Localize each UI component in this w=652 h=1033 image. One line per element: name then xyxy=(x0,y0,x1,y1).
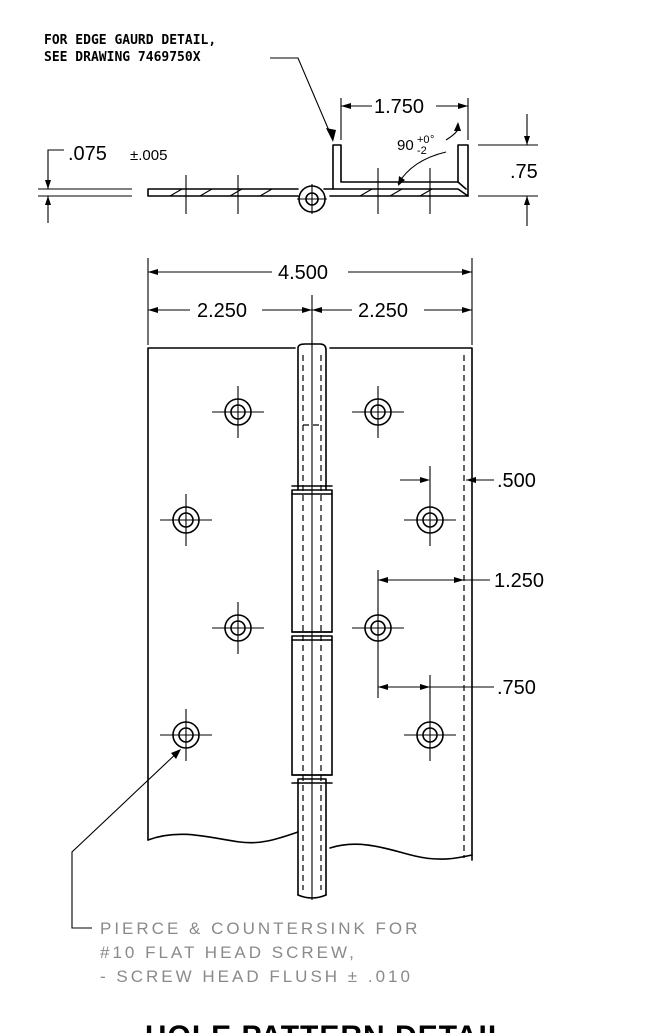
edge-offset-arrow-right xyxy=(466,477,476,483)
flange-height-ext-lines xyxy=(478,144,538,197)
hole-offset-far-arrow-left xyxy=(378,577,388,583)
edge-guard-note: FOR EDGE GAURD DETAIL, SEE DRAWING 74697… xyxy=(44,33,336,142)
flange-height-arrow-top xyxy=(524,136,530,145)
hole-offset-dimensions: .500 1.250 .750 xyxy=(378,470,544,699)
thickness-ext-lines xyxy=(38,188,132,197)
thickness-leader xyxy=(47,149,64,170)
plan-dimensions: 4.500 2.250 2.250 xyxy=(147,258,473,345)
thickness-tolerance: ±.005 xyxy=(130,147,167,164)
screw-hole xyxy=(404,466,456,546)
screw-holes xyxy=(160,386,456,761)
half-width-right-value: 2.250 xyxy=(358,300,408,322)
right-leaf-hatch xyxy=(359,188,433,197)
thickness-value: .075 xyxy=(68,143,107,165)
edge-offset-value: .500 xyxy=(497,470,536,492)
knuckle-centerlines xyxy=(297,184,327,214)
half-width-left-arrow-right xyxy=(302,307,312,313)
right-leaf-section xyxy=(323,188,469,197)
bend-tol-minus: -2 xyxy=(417,145,427,157)
flange-height-value: .75 xyxy=(510,161,538,183)
section-screw-centerlines xyxy=(185,168,431,214)
right-leaf-flange xyxy=(332,144,467,190)
left-leaf-break xyxy=(147,831,299,844)
bend-arrow-top xyxy=(454,122,461,131)
right-leaf-outline xyxy=(329,347,473,861)
bend-arrow-bottom xyxy=(398,176,405,186)
plan-view-hinge xyxy=(147,340,473,900)
overall-width-value: 4.500 xyxy=(278,262,328,284)
overall-width-arrow-right xyxy=(462,269,472,275)
pierce-note: PIERCE & COUNTERSINK FOR #10 FLAT HEAD S… xyxy=(71,749,420,986)
thickness-arrow-top xyxy=(45,180,51,189)
drawing-title: HOLE PATTERN DETAIL xyxy=(145,1020,507,1033)
hole-offset-far-value: 1.250 xyxy=(494,570,544,592)
pin-hidden-lines xyxy=(302,355,322,890)
edge-guard-leader-arrow xyxy=(326,128,336,142)
hole-offset-near-arrow-left xyxy=(378,684,388,690)
screw-hole xyxy=(160,494,212,546)
side-section-view: .075 ±.005 1.750 90 +0 -2 ° .75 xyxy=(38,96,538,226)
pierce-leader xyxy=(71,749,181,929)
edge-offset-arrow-left xyxy=(420,477,430,483)
screw-hole xyxy=(160,709,212,761)
flange-width-value: 1.750 xyxy=(374,96,424,118)
thickness-arrow-bottom xyxy=(45,196,51,205)
edge-guard-note-line1: FOR EDGE GAURD DETAIL, xyxy=(44,33,216,48)
edge-guard-note-line2: SEE DRAWING 7469750X xyxy=(44,50,201,65)
bend-tol-plus: +0 xyxy=(417,134,430,146)
pierce-note-line3: - SCREW HEAD FLUSH ± .010 xyxy=(100,967,413,986)
overall-width-arrow-left xyxy=(148,269,158,275)
bend-angle-value: 90 xyxy=(397,137,414,154)
half-width-right-arrow-right xyxy=(462,307,472,313)
half-width-left-arrow-left xyxy=(148,307,158,313)
right-leaf-break xyxy=(329,843,473,860)
flange-width-ext-lines xyxy=(340,98,469,140)
pierce-leader-arrow xyxy=(171,749,181,759)
hole-offset-near-value: .750 xyxy=(497,677,536,699)
pierce-note-line1: PIERCE & COUNTERSINK FOR xyxy=(100,919,420,938)
hole-offset-near-arrow-right xyxy=(420,684,430,690)
left-leaf-hatch xyxy=(169,188,273,197)
flange-width-arrow-left xyxy=(341,103,351,109)
flange-height-arrow-bottom xyxy=(524,196,530,205)
knuckle-bottom-segment xyxy=(297,778,327,896)
left-leaf-section xyxy=(147,188,299,197)
bend-angle-arc xyxy=(397,123,460,185)
hole-offset-far-arrow-right xyxy=(454,577,464,583)
left-leaf-outline xyxy=(147,347,296,841)
screw-hole xyxy=(404,675,456,761)
edge-guard-leader xyxy=(270,57,334,141)
knuckle-top-segment xyxy=(297,343,327,491)
screw-hole xyxy=(352,570,404,698)
bend-degree-mark: ° xyxy=(430,134,434,146)
right-flange-end xyxy=(457,144,469,197)
half-width-right-arrow-left xyxy=(312,307,322,313)
flange-width-arrow-right xyxy=(458,103,468,109)
screw-hole xyxy=(212,602,264,654)
screw-hole xyxy=(352,386,404,438)
half-width-left-value: 2.250 xyxy=(197,300,247,322)
screw-hole xyxy=(212,386,264,438)
pierce-note-line2: #10 FLAT HEAD SCREW, xyxy=(100,943,357,962)
